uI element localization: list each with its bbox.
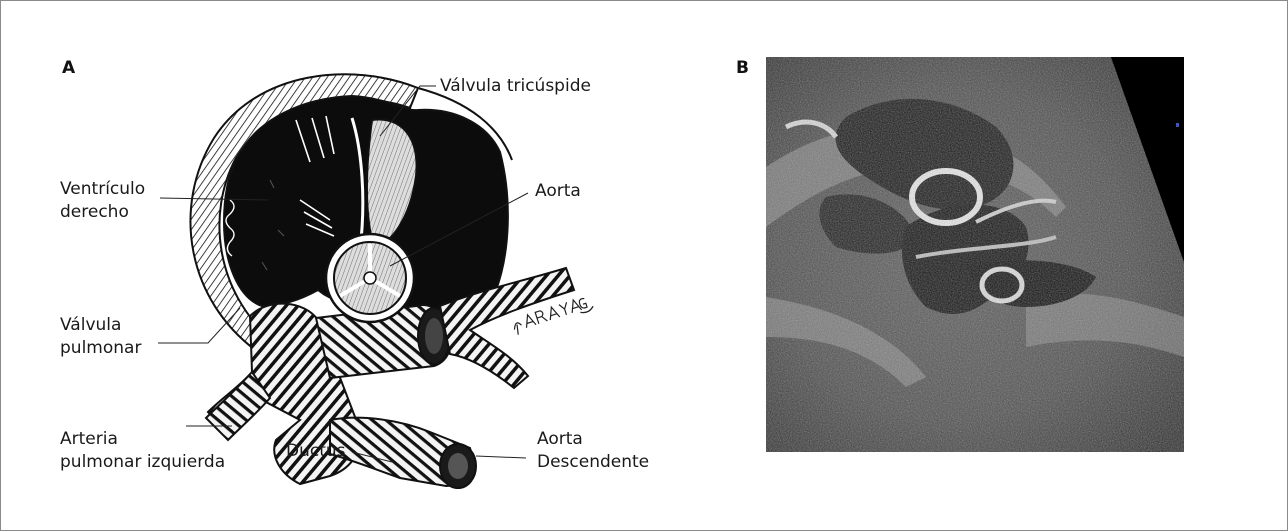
ultrasound-image [766,57,1184,452]
